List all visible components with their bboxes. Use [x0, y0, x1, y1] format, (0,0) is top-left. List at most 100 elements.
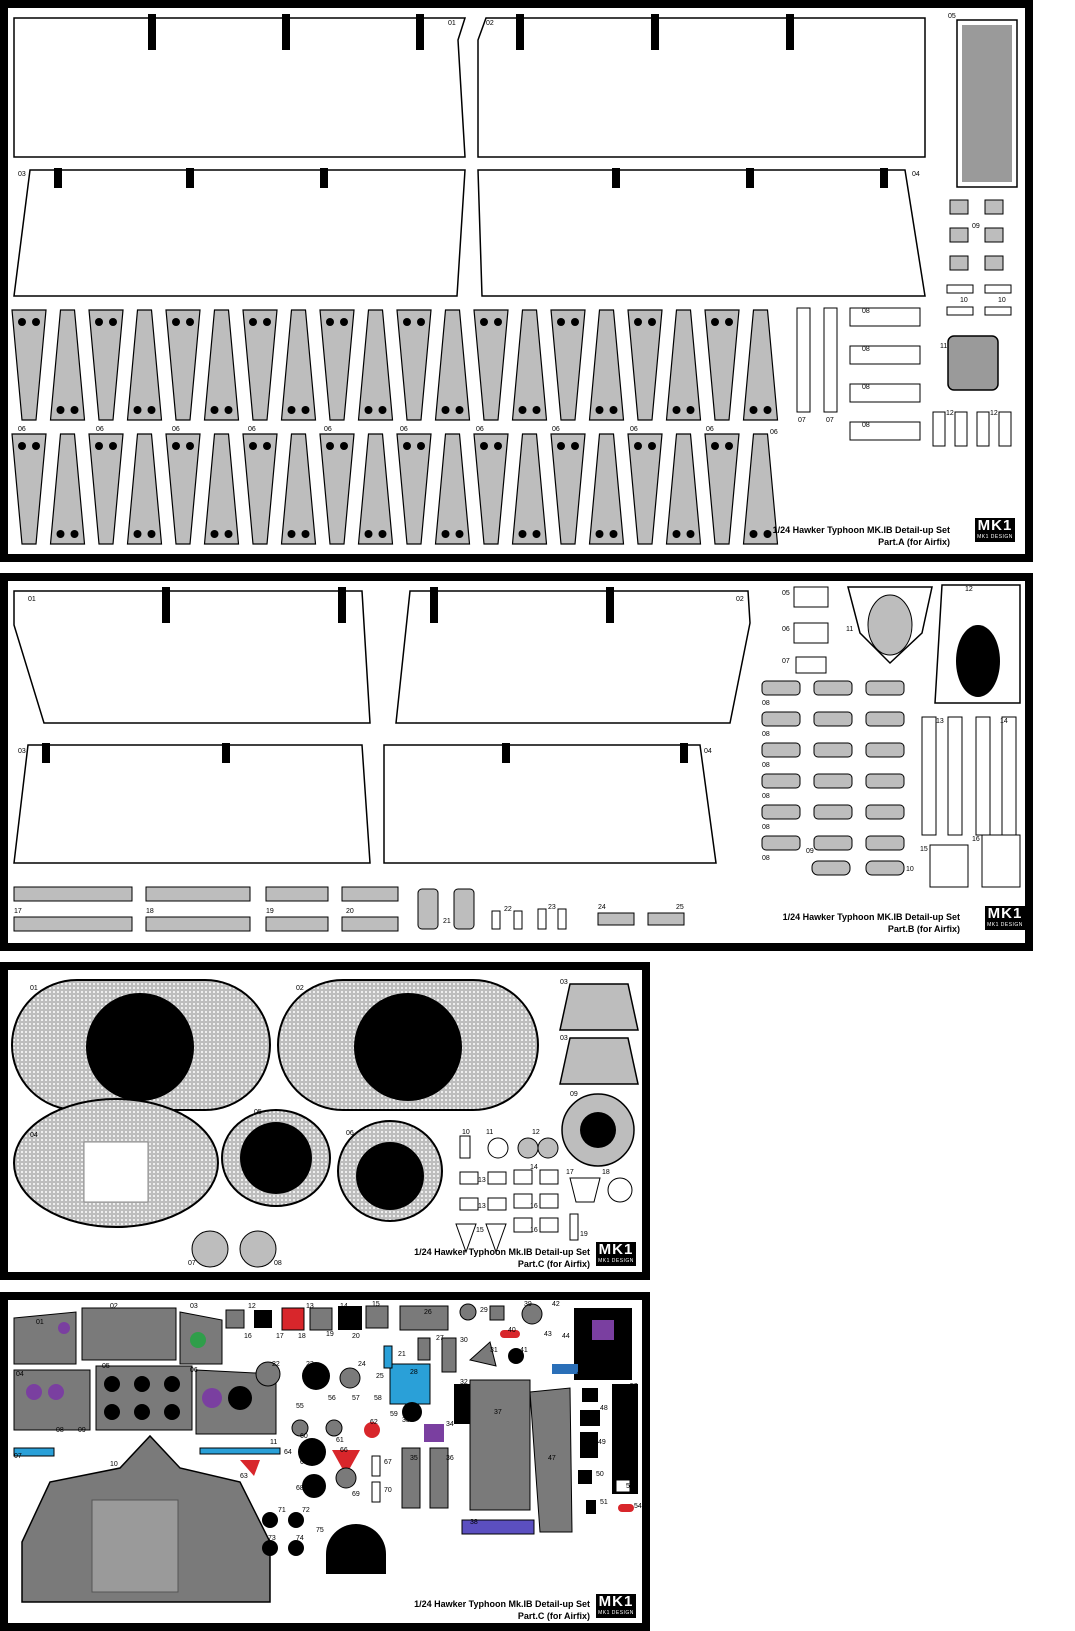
svg-text:23: 23 [306, 1361, 314, 1368]
svg-text:11: 11 [846, 626, 853, 633]
svg-text:01: 01 [36, 1319, 44, 1326]
flap-part [665, 433, 702, 545]
svg-text:15: 15 [372, 1301, 380, 1308]
flap-part [203, 433, 240, 545]
svg-text:06: 06 [172, 426, 180, 433]
svg-text:15: 15 [476, 1227, 484, 1234]
svg-text:24: 24 [358, 1361, 366, 1368]
part-a-11-cover [947, 335, 999, 391]
part-a-08-hinges [849, 307, 921, 441]
svg-text:15: 15 [920, 846, 928, 853]
plate-part-08 [865, 773, 905, 789]
part-b-21-25-small [417, 888, 685, 930]
part-b-13-14-strips [921, 716, 1017, 836]
logo-mark: MK1 [987, 905, 1023, 922]
svg-text:05: 05 [782, 590, 790, 597]
svg-text:06: 06 [706, 426, 714, 433]
svg-text:27: 27 [436, 1335, 444, 1342]
plate-part-08 [813, 711, 853, 727]
part-b-05-07-small-parts [793, 586, 829, 674]
svg-text:16: 16 [530, 1203, 538, 1210]
part-a-01-panel [13, 14, 467, 158]
svg-text:20: 20 [346, 908, 354, 915]
part-c2-instrument-panels [13, 1307, 277, 1435]
svg-text:03: 03 [560, 979, 568, 986]
svg-text:06: 06 [476, 426, 484, 433]
svg-text:11: 11 [486, 1129, 493, 1136]
svg-text:44: 44 [562, 1333, 570, 1340]
svg-text:02: 02 [296, 985, 304, 992]
svg-text:75: 75 [316, 1527, 324, 1534]
svg-text:76: 76 [350, 1567, 358, 1574]
part-a-06-flap-rows [11, 309, 779, 545]
svg-text:06: 06 [400, 426, 408, 433]
svg-text:06: 06 [770, 429, 778, 436]
svg-text:12: 12 [990, 410, 998, 417]
flap-part [11, 309, 47, 421]
svg-text:19: 19 [580, 1231, 588, 1238]
svg-text:04: 04 [16, 1371, 24, 1378]
svg-text:70: 70 [384, 1487, 392, 1494]
svg-text:04: 04 [704, 748, 712, 755]
flap-part [319, 309, 355, 421]
part-b-04-panel [383, 743, 717, 864]
part-b-15-16-plates [929, 834, 1021, 888]
plate-part-08 [813, 835, 853, 851]
svg-text:36: 36 [446, 1455, 454, 1462]
part-b-01-panel [13, 587, 371, 724]
svg-text:63: 63 [240, 1473, 248, 1480]
svg-text:13: 13 [936, 718, 944, 725]
flap-part [742, 433, 779, 545]
svg-text:25: 25 [676, 904, 684, 911]
svg-text:22: 22 [272, 1361, 280, 1368]
svg-text:38: 38 [470, 1519, 478, 1526]
flap-part [11, 433, 47, 545]
plate-part-08 [761, 835, 801, 851]
svg-text:01: 01 [30, 985, 38, 992]
svg-text:07: 07 [826, 417, 834, 424]
svg-text:21: 21 [398, 1351, 406, 1358]
part-a-12-clips [932, 411, 1012, 447]
flap-part [627, 433, 663, 545]
svg-text:08: 08 [862, 346, 870, 353]
svg-text:19: 19 [266, 908, 274, 915]
svg-text:01: 01 [448, 20, 456, 27]
svg-text:39: 39 [524, 1301, 532, 1308]
flap-part [242, 309, 278, 421]
svg-text:07: 07 [14, 1453, 22, 1460]
svg-text:21: 21 [443, 918, 451, 925]
svg-text:37: 37 [494, 1409, 502, 1416]
part-label: 08 [762, 855, 770, 862]
flap-part [280, 433, 317, 545]
svg-text:02: 02 [736, 596, 744, 603]
svg-text:73: 73 [268, 1535, 276, 1542]
flap-part [473, 309, 509, 421]
svg-text:71: 71 [278, 1507, 286, 1514]
svg-text:10: 10 [906, 866, 914, 873]
fret-a-title: 1/24 Hawker Typhoon MK.IB Detail-up Set … [760, 524, 950, 548]
fret-c1-title: 1/24 Hawker Typhoon Mk.IB Detail-up Set … [398, 1246, 590, 1270]
part-c-01-intake-mesh [11, 979, 271, 1111]
part-a-05-louvre [956, 19, 1018, 188]
svg-text:43: 43 [544, 1331, 552, 1338]
svg-text:14: 14 [1000, 718, 1008, 725]
part-label: 08 [762, 762, 770, 769]
svg-text:20: 20 [352, 1333, 360, 1340]
part-a-04-panel [477, 168, 926, 297]
svg-text:02: 02 [486, 20, 494, 27]
svg-text:30: 30 [460, 1337, 468, 1344]
svg-text:17: 17 [14, 908, 22, 915]
part-b-11-cowl [847, 586, 933, 665]
svg-text:12: 12 [248, 1303, 256, 1310]
svg-text:09: 09 [78, 1427, 86, 1434]
svg-text:06: 06 [346, 1130, 354, 1137]
svg-text:45: 45 [594, 1311, 602, 1318]
svg-text:32: 32 [460, 1379, 468, 1386]
svg-text:14: 14 [340, 1303, 348, 1310]
